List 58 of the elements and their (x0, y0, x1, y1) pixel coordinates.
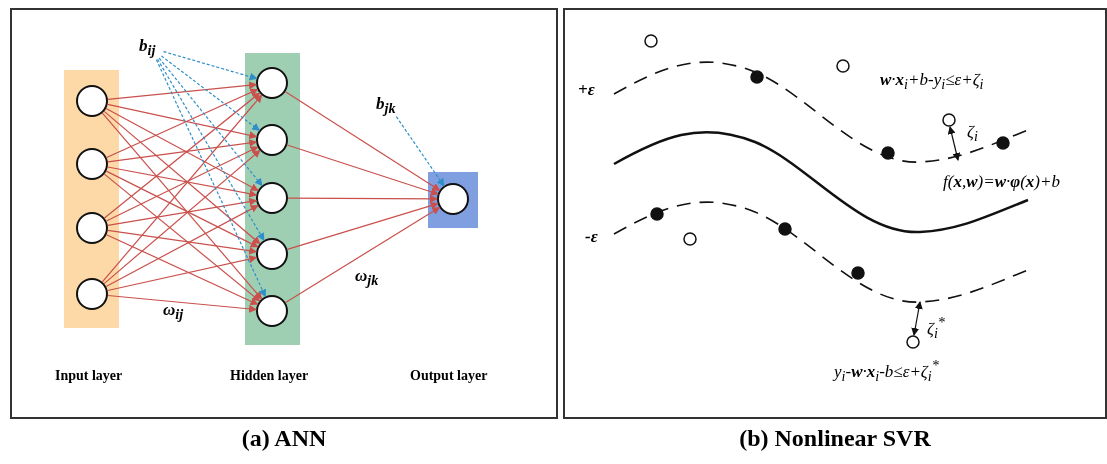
bias-arrow (160, 55, 261, 131)
weight-arrow (107, 294, 258, 313)
weight-arrow (107, 255, 258, 292)
neuron-circle (437, 183, 469, 215)
weight-arrow (103, 110, 261, 245)
weight-arrow (103, 92, 261, 219)
constraint-formula: w·x$_{i}$+b-y$_{i}$≤ε+ζ$_{i}$ (880, 70, 984, 94)
neuron-circle (256, 182, 288, 214)
weight-symbol: ω$_{ij}$ (163, 300, 184, 324)
bias-arrow (395, 116, 445, 187)
panel-caption: (a) ANN (240, 425, 328, 452)
neuron-circle (76, 212, 108, 244)
bias-symbol: b$_{ij}$ (139, 36, 163, 60)
weight-arrow (284, 91, 441, 191)
weight-arrow (107, 229, 258, 255)
panel-caption: (b) Nonlinear SVR (738, 425, 932, 452)
weight-arrow (105, 146, 259, 222)
weight-arrow (105, 234, 259, 305)
bias-arrow (155, 59, 266, 298)
layer-label: Output layer (410, 368, 488, 384)
epsilon-label: +ε (578, 80, 595, 100)
neuron-circle (256, 295, 288, 327)
weight-arrow (107, 81, 258, 100)
neuron-circle (76, 278, 108, 310)
epsilon-label: -ε (585, 227, 598, 247)
bias-symbol: b$_{jk}$ (376, 94, 402, 118)
slack-label: ζ$_{i}$ (967, 122, 978, 146)
weight-arrow (101, 112, 263, 300)
weight-arrow (107, 166, 258, 198)
weight-arrow (107, 139, 258, 163)
weight-arrow (286, 144, 439, 196)
weight-arrow (287, 194, 438, 203)
weight-arrow (285, 206, 441, 304)
weight-arrow (106, 88, 259, 159)
neuron-circle (76, 148, 108, 180)
regression-formula: f(x,w)=w·φ(x)+b (943, 172, 1060, 192)
layer-band (428, 172, 478, 228)
weight-arrow (103, 173, 261, 302)
bias-arrow (157, 58, 265, 242)
bias-arrow (158, 57, 263, 187)
weight-arrow (103, 149, 261, 285)
layer-label: Hidden layer (230, 368, 309, 384)
neuron-circle (76, 85, 108, 117)
weight-arrow (101, 94, 263, 283)
weight-symbol: ω$_{jk}$ (355, 266, 379, 290)
neuron-circle (256, 124, 288, 156)
weight-arrow (105, 170, 259, 248)
neuron-circle (256, 67, 288, 99)
weight-arrow (107, 197, 258, 226)
bias-arrow (162, 51, 258, 81)
layer-band (245, 53, 300, 345)
weight-arrow (105, 108, 259, 191)
layer-band (64, 70, 119, 328)
weight-arrow (105, 204, 259, 288)
weight-arrow (286, 201, 439, 250)
layer-label: Input layer (55, 368, 123, 384)
neuron-circle (256, 238, 288, 270)
weight-arrow (107, 103, 258, 140)
